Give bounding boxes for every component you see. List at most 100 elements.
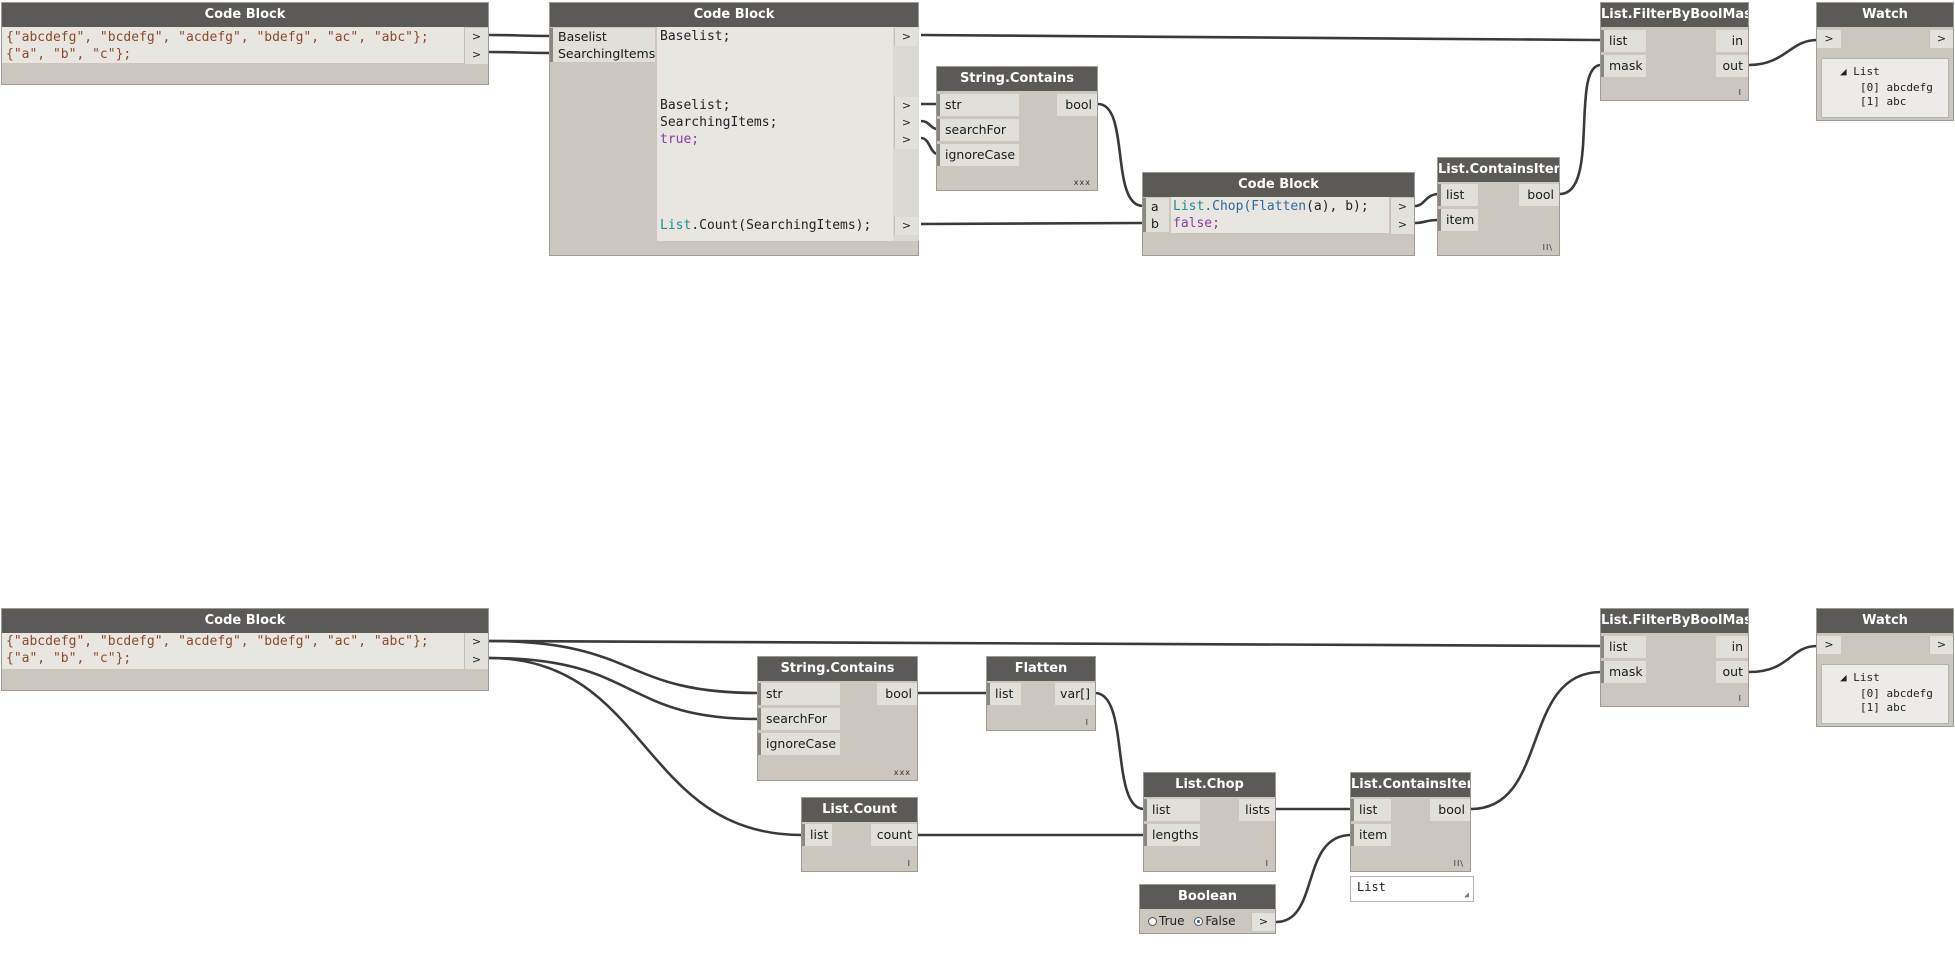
lacing-indicator[interactable]: xxx (893, 768, 911, 777)
watch-preview[interactable]: ◢ List [0] abcdefg [1] abc (1821, 664, 1949, 724)
input-port-mask[interactable]: mask (1601, 55, 1646, 77)
wire-cb2-count (920, 221, 1144, 226)
output-port-2[interactable]: > (464, 651, 488, 669)
output-port-lists[interactable]: lists (1239, 799, 1275, 821)
output-port-in[interactable]: in (1716, 30, 1748, 52)
code-line-chop[interactable]: List.Chop(Flatten(a), b); (1173, 199, 1369, 214)
input-port-item[interactable]: item (1351, 824, 1391, 846)
code-line-count[interactable]: List.Count(SearchingItems); (660, 218, 872, 233)
lacing-indicator[interactable]: II\ (1453, 859, 1464, 868)
input-port-ignorecase[interactable]: ignoreCase (758, 733, 840, 755)
output-port-1[interactable]: > (464, 28, 488, 46)
code-line-2[interactable]: {"a", "b", "c"}; (6, 47, 132, 62)
watch-output-port[interactable]: > (1929, 30, 1953, 48)
input-port-ignorecase[interactable]: ignoreCase (937, 144, 1019, 166)
input-port-list[interactable]: list (1438, 184, 1478, 206)
code-line-false[interactable]: false; (1173, 216, 1220, 231)
bottom-boolean[interactable]: Boolean True False > (1139, 884, 1276, 934)
input-port-mask[interactable]: mask (1601, 661, 1646, 683)
input-port-baselist[interactable]: Baselist (550, 28, 655, 45)
output-port-out[interactable]: out (1716, 55, 1748, 77)
input-port-lengths[interactable]: lengths (1144, 824, 1200, 846)
input-port-a[interactable]: a (1143, 198, 1169, 215)
output-port-var[interactable]: var[] (1055, 683, 1095, 705)
top-code-block-3[interactable]: Code Block a b List.Chop(Flatten(a), b);… (1142, 172, 1415, 256)
lacing-indicator[interactable]: I (1085, 718, 1089, 727)
top-list-containsitem[interactable]: List.ContainsItem list item bool II\ (1437, 157, 1560, 256)
code-line-baselist[interactable]: Baselist; (660, 29, 731, 44)
radio-true[interactable]: True (1148, 914, 1185, 928)
input-port-searchfor[interactable]: searchFor (758, 708, 840, 730)
output-port-1[interactable]: > (1390, 198, 1414, 216)
output-port-in[interactable]: in (1716, 636, 1748, 658)
wire-filter-out (1748, 38, 1818, 67)
output-port-bool[interactable]: bool (1430, 799, 1470, 821)
lacing-indicator[interactable]: I (1738, 694, 1742, 703)
input-port-b[interactable]: b (1143, 215, 1169, 232)
input-port-item[interactable]: item (1438, 209, 1478, 231)
node-title: List.ContainsItem (1351, 773, 1470, 797)
code-line-1[interactable]: {"abcdefg", "bcdefg", "acdefg", "bdefg",… (6, 634, 429, 649)
watch-tree-root[interactable]: ◢ List (1840, 65, 1880, 78)
lacing-indicator[interactable]: xxx (1073, 178, 1091, 187)
output-port-2[interactable]: > (894, 97, 918, 115)
code-line-searchingitems[interactable]: SearchingItems; (660, 115, 778, 130)
bottom-code-block-1[interactable]: Code Block {"abcdefg", "bcdefg", "acdefg… (1, 608, 489, 691)
top-list-filterbyboolmask[interactable]: List.FilterByBoolMask list mask in out I (1600, 2, 1749, 101)
bottom-list-chop[interactable]: List.Chop list lengths lists I (1143, 772, 1276, 872)
output-port-out[interactable]: out (1716, 661, 1748, 683)
lacing-indicator[interactable]: II\ (1542, 243, 1553, 252)
bottom-flatten[interactable]: Flatten list var[] I (986, 656, 1096, 731)
top-code-block-1[interactable]: Code Block {"abcdefg", "bcdefg", "acdefg… (1, 2, 489, 85)
output-port-1[interactable]: > (464, 633, 488, 651)
output-port[interactable]: > (1251, 913, 1275, 931)
lacing-indicator[interactable]: I (1738, 88, 1742, 97)
watch-output-port[interactable]: > (1929, 636, 1953, 654)
output-port-count[interactable]: count (871, 824, 917, 846)
output-port-3[interactable]: > (894, 114, 918, 132)
code-line-2[interactable]: {"a", "b", "c"}; (6, 651, 132, 666)
output-port-2[interactable]: > (464, 46, 488, 64)
output-port-5[interactable]: > (894, 217, 918, 235)
code-line-baselist-2[interactable]: Baselist; (660, 98, 731, 113)
output-port-bool[interactable]: bool (1057, 94, 1097, 116)
lacing-indicator[interactable]: I (1265, 859, 1269, 868)
watch-preview[interactable]: ◢ List [0] abcdefg [1] abc (1821, 58, 1949, 118)
watch-tree-root[interactable]: ◢ List (1840, 671, 1880, 684)
input-port-list[interactable]: list (1601, 636, 1646, 658)
watch-input-port[interactable]: > (1817, 636, 1841, 654)
bottom-list-containsitem[interactable]: List.ContainsItem list item bool II\ (1350, 772, 1471, 872)
input-port-list[interactable]: list (1601, 30, 1646, 52)
output-port-1[interactable]: > (894, 28, 918, 46)
watch-input-port[interactable]: > (1817, 30, 1841, 48)
bottom-list-filterbyboolmask[interactable]: List.FilterByBoolMask list mask in out I (1600, 608, 1749, 707)
wire-sc-bool (1097, 102, 1144, 208)
node-title: String.Contains (758, 657, 917, 681)
code-line-true[interactable]: true; (660, 132, 700, 147)
output-port-2[interactable]: > (1390, 216, 1414, 234)
input-port-str[interactable]: str (758, 683, 840, 705)
containsitem-preview[interactable]: List ◢ (1350, 876, 1474, 902)
bottom-watch[interactable]: Watch > > ◢ List [0] abcdefg [1] abc (1816, 608, 1954, 727)
top-watch[interactable]: Watch > > ◢ List [0] abcdefg [1] abc (1816, 2, 1954, 121)
top-code-block-2[interactable]: Code Block Baselist SearchingItems Basel… (549, 2, 919, 256)
radio-false[interactable]: False (1194, 914, 1235, 928)
input-port-str[interactable]: str (937, 94, 1019, 116)
input-port-list[interactable]: list (1144, 799, 1200, 821)
wire-ci-mask (1470, 670, 1602, 811)
code-line-1[interactable]: {"abcdefg", "bcdefg", "acdefg", "bdefg",… (6, 30, 429, 45)
node-title: Boolean (1140, 885, 1275, 909)
output-port-bool[interactable]: bool (877, 683, 917, 705)
node-title: Watch (1817, 3, 1953, 27)
lacing-indicator[interactable]: I (907, 859, 911, 868)
output-port-4[interactable]: > (894, 131, 918, 149)
output-port-bool[interactable]: bool (1519, 184, 1559, 206)
bottom-string-contains[interactable]: String.Contains str searchFor ignoreCase… (757, 656, 918, 781)
input-port-list[interactable]: list (987, 683, 1021, 705)
input-port-list[interactable]: list (1351, 799, 1391, 821)
bottom-list-count[interactable]: List.Count list count I (801, 797, 918, 872)
top-string-contains[interactable]: String.Contains str searchFor ignoreCase… (936, 66, 1098, 191)
input-port-searchfor[interactable]: searchFor (937, 119, 1019, 141)
input-port-searchingitems[interactable]: SearchingItems (550, 45, 655, 62)
input-port-list[interactable]: list (802, 824, 832, 846)
